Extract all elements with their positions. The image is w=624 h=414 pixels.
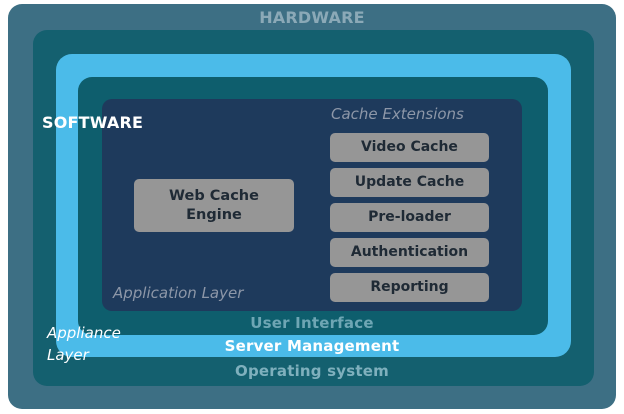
extension-reporting: Reporting [330, 273, 489, 302]
application-layer-label: Application Layer [113, 284, 244, 302]
appliance-layer-label-line-2: Layer [47, 346, 89, 364]
appliance-layer-label: Appliance Layer [47, 322, 121, 366]
user-interface-label: User Interface [250, 314, 374, 332]
engine-label-line-2: Engine [186, 206, 242, 223]
operating-system-label: Operating system [235, 362, 389, 380]
engine-label-line-1: Web Cache [169, 187, 259, 204]
extension-video-cache: Video Cache [330, 133, 489, 162]
web-cache-engine-box: Web Cache Engine [134, 179, 294, 232]
appliance-layer-label-line-1: Appliance [47, 324, 121, 342]
cache-extensions-title: Cache Extensions [331, 105, 464, 123]
server-management-label: Server Management [224, 337, 400, 355]
extension-pre-loader: Pre-loader [330, 203, 489, 232]
software-label: SOFTWARE [42, 113, 144, 132]
extension-update-cache: Update Cache [330, 168, 489, 197]
hardware-label: HARDWARE [259, 8, 365, 27]
extension-authentication: Authentication [330, 238, 489, 267]
